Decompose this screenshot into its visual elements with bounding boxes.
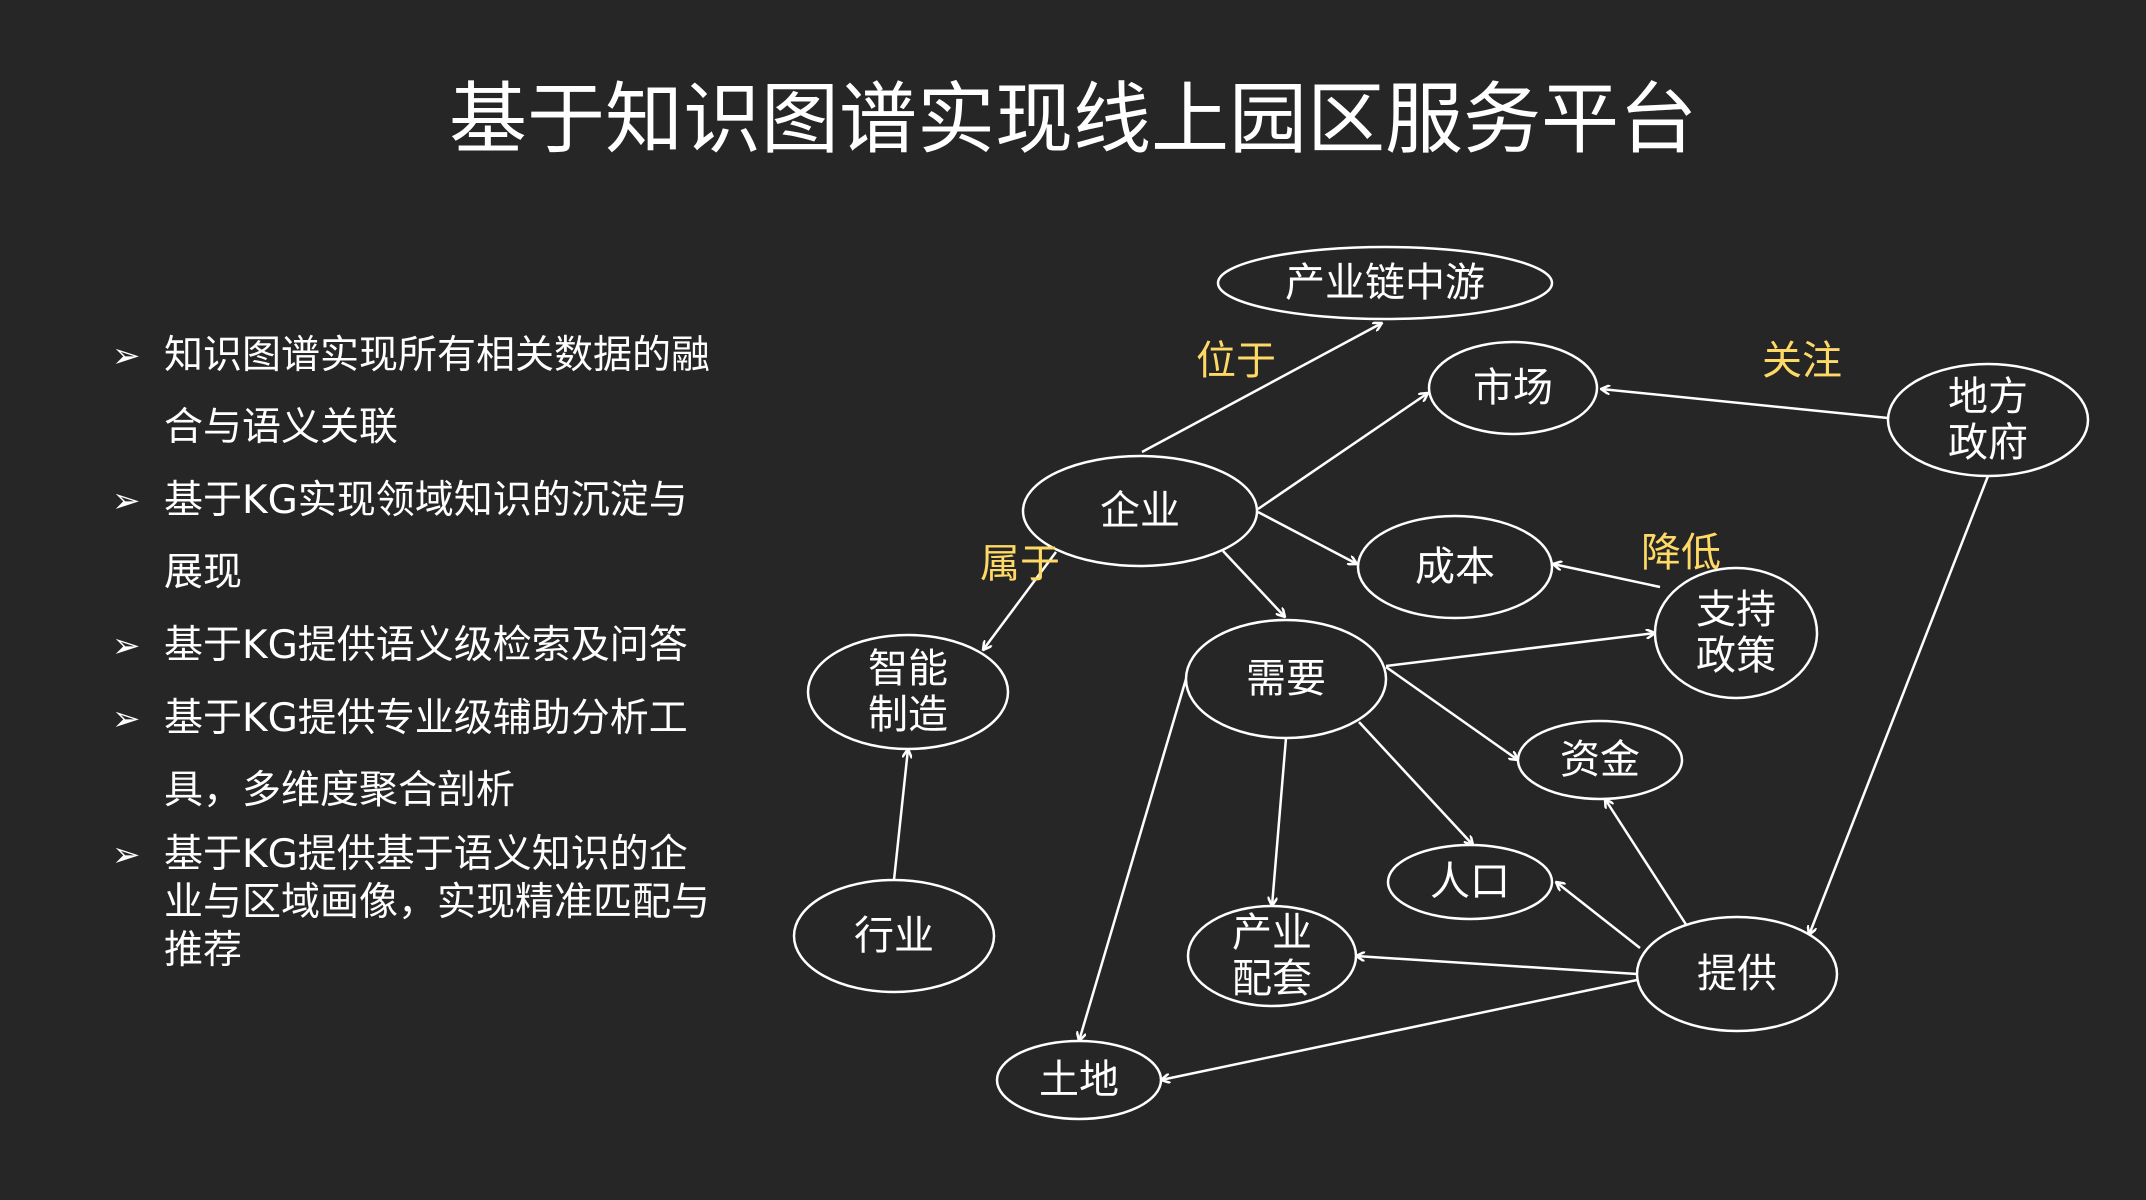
- node-label: 需要: [1246, 656, 1326, 702]
- node-label: 政府: [1948, 420, 2028, 466]
- node-provide: 提供: [1635, 915, 1839, 1033]
- edge-needs-to-population: [1358, 721, 1473, 845]
- edge-enterprise-to-market: [1257, 393, 1428, 511]
- node-needs: 需要: [1184, 618, 1388, 740]
- node-label: 地方: [1948, 374, 2028, 420]
- node-ellipse: [1886, 362, 2090, 478]
- edge-enterprise-to-midstream: [1141, 323, 1382, 454]
- node-ellipse: [1021, 454, 1259, 568]
- node-industry: 行业: [792, 878, 996, 994]
- edge-label-support_policy-to-cost: 降低: [1641, 530, 1721, 576]
- edge-support_policy-to-cost: [1553, 564, 1661, 589]
- bullet-item: ➢ 基于KG提供语义级检索及问答: [112, 610, 712, 682]
- edge-label-local_gov-to-market: 关注: [1762, 338, 1842, 384]
- node-ellipse: [792, 878, 996, 994]
- bullet-item: ➢ 知识图谱实现所有相关数据的融合与语义关联: [112, 320, 712, 464]
- node-label: 配套: [1232, 956, 1312, 1002]
- bullet-text: 基于KG实现领域知识的沉淀与展现: [164, 478, 688, 595]
- bullet-arrow-icon: ➢: [112, 626, 141, 666]
- edge-enterprise-to-cost: [1257, 510, 1357, 564]
- node-ellipse: [1516, 719, 1684, 801]
- node-label: 市场: [1473, 365, 1553, 411]
- slide-title: 基于知识图谱实现线上园区服务平台: [448, 75, 1697, 165]
- node-ellipse: [995, 1039, 1163, 1121]
- edge-enterprise-to-smart_mfg: [983, 551, 1058, 650]
- bullet-arrow-icon: ➢: [112, 835, 141, 875]
- edge-label-enterprise-to-smart_mfg: 属于: [980, 541, 1060, 587]
- edges-layer: [892, 323, 1990, 1080]
- edge-provide-to-supporting_facilities: [1356, 956, 1638, 976]
- node-label: 支持: [1696, 587, 1776, 633]
- node-label: 成本: [1415, 544, 1495, 590]
- node-ellipse: [1356, 514, 1554, 620]
- node-ellipse: [1186, 904, 1358, 1008]
- edge-provide-to-capital: [1605, 799, 1689, 927]
- node-label: 土地: [1039, 1057, 1119, 1103]
- edge-needs-to-support_policy: [1385, 633, 1655, 668]
- edge-provide-to-land: [1161, 978, 1638, 1080]
- node-label: 企业: [1100, 488, 1180, 534]
- edge-industry-to-smart_mfg: [892, 749, 908, 881]
- bullet-item: ➢ 基于KG提供专业级辅助分析工具，多维度聚合剖析: [112, 683, 712, 827]
- bullet-arrow-icon: ➢: [112, 336, 141, 376]
- node-label: 资金: [1560, 737, 1640, 783]
- node-ellipse: [806, 633, 1010, 751]
- bullet-text: 基于KG提供基于语义知识的企业与区域画像，实现精准匹配与推荐: [164, 832, 711, 973]
- node-label: 行业: [854, 913, 934, 959]
- node-cost: 成本: [1356, 514, 1554, 620]
- node-label: 政策: [1696, 633, 1776, 679]
- node-midstream: 产业链中游: [1216, 245, 1554, 321]
- node-enterprise: 企业: [1021, 454, 1259, 568]
- node-market: 市场: [1427, 340, 1599, 436]
- bullet-text: 知识图谱实现所有相关数据的融合与语义关联: [164, 333, 711, 450]
- node-label: 制造: [868, 692, 948, 738]
- edge-needs-to-supporting_facilities: [1272, 737, 1288, 906]
- edge-provide-to-population: [1556, 882, 1641, 949]
- bullet-item: ➢ 基于KG实现领域知识的沉淀与展现: [112, 465, 712, 609]
- edge-needs-to-capital: [1385, 665, 1518, 760]
- node-label: 提供: [1697, 951, 1777, 997]
- bullet-list: ➢ 知识图谱实现所有相关数据的融合与语义关联 ➢ 基于KG实现领域知识的沉淀与展…: [112, 320, 712, 975]
- edge-enterprise-to-needs: [1222, 550, 1285, 617]
- node-ellipse: [1184, 618, 1388, 740]
- bullet-item: ➢ 基于KG提供基于语义知识的企业与区域画像，实现精准匹配与推荐: [112, 831, 712, 975]
- node-label: 人口: [1430, 859, 1510, 905]
- edge-label-enterprise-to-midstream: 位于: [1196, 338, 1276, 384]
- bullet-arrow-icon: ➢: [112, 481, 141, 521]
- bullet-text: 基于KG提供语义级检索及问答: [164, 623, 688, 668]
- node-label: 产业链中游: [1285, 260, 1485, 306]
- node-capital: 资金: [1516, 719, 1684, 801]
- node-population: 人口: [1386, 843, 1554, 921]
- bullet-text: 基于KG提供专业级辅助分析工具，多维度聚合剖析: [164, 696, 688, 813]
- edge-local_gov-to-provide: [1809, 475, 1990, 935]
- edge-local_gov-to-market: [1601, 389, 1889, 420]
- node-land: 土地: [995, 1039, 1163, 1121]
- node-label: 智能: [868, 646, 948, 692]
- node-ellipse: [1427, 340, 1599, 436]
- node-ellipse: [1386, 843, 1554, 921]
- node-ellipse: [1653, 566, 1819, 700]
- node-label: 产业: [1232, 910, 1312, 956]
- node-ellipse: [1216, 245, 1554, 321]
- nodes-layer: 产业链中游市场地方政府企业成本支持政策智能制造需要资金人口行业产业配套提供土地: [792, 245, 2090, 1121]
- edge-needs-to-land: [1079, 678, 1188, 1041]
- node-ellipse: [1635, 915, 1839, 1033]
- bullet-arrow-icon: ➢: [112, 699, 141, 739]
